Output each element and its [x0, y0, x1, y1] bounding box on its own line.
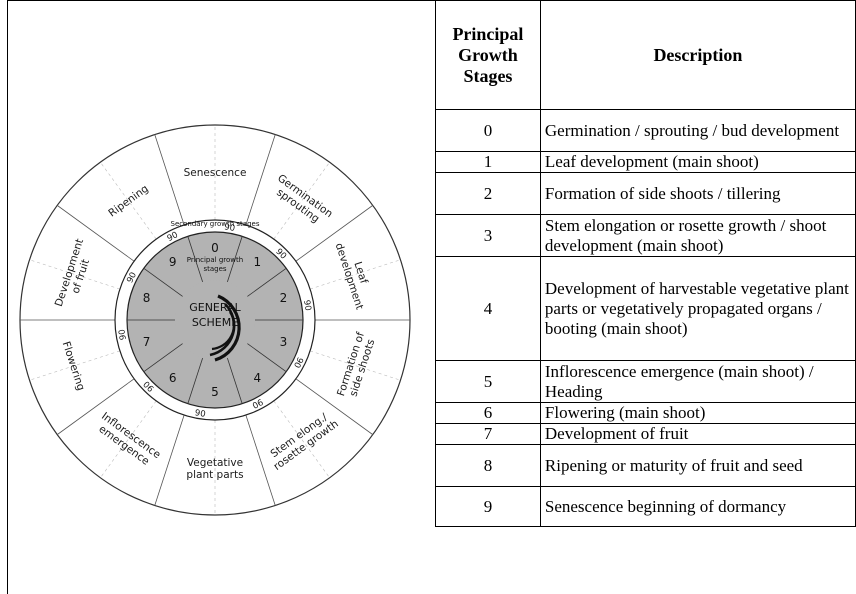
stage-number-cell: 4: [435, 256, 541, 361]
principal-stage-number: 7: [143, 335, 151, 349]
outer-dividers: [20, 125, 410, 515]
stage-number-cell: 2: [435, 172, 541, 215]
principal-divider: [143, 267, 183, 297]
stage-description-cell: Senescence beginning of dormancy: [539, 486, 856, 527]
inner-dividers: [127, 236, 303, 404]
principal-divider: [187, 236, 204, 283]
table-header-row: Principal Growth Stages Description: [435, 0, 856, 110]
header-description: Description: [539, 0, 856, 110]
principal-stage-number: 5: [211, 385, 219, 399]
secondary-tick-label: 90: [291, 355, 305, 369]
sector-guide-line: [29, 259, 120, 290]
sector-divider: [154, 414, 185, 506]
sector-guide-line: [310, 350, 401, 381]
sector-guide-line: [273, 400, 330, 478]
center-disc: [175, 280, 255, 360]
sector-guide-line: [273, 162, 330, 240]
stage-description-cell: Development of harvestable vegetative pl…: [539, 256, 856, 361]
secondary-tick-label: 06: [194, 406, 206, 418]
stage-description-cell: Development of fruit: [539, 423, 856, 445]
secondary-tick-label: 90: [250, 396, 264, 410]
header-line: Stages: [463, 65, 513, 86]
principal-stage-number: 8: [143, 291, 151, 305]
secondary-tick-label: 90: [166, 230, 180, 244]
stage-number-cell: 9: [435, 486, 541, 527]
principal-divider: [187, 357, 204, 404]
secondary-tick-label: 90: [117, 328, 129, 340]
principal-divider: [247, 267, 287, 297]
sector-guide-line: [310, 259, 401, 290]
principal-stage-number: 4: [254, 371, 262, 385]
header-principal-stages: Principal Growth Stages: [435, 0, 541, 110]
sector-divider: [245, 414, 276, 506]
stage-number-cell: 8: [435, 444, 541, 487]
principal-divider: [226, 236, 243, 283]
stage-description-cell: Germination / sprouting / bud developmen…: [539, 109, 856, 152]
stage-number-cell: 6: [435, 402, 541, 424]
principal-divider: [226, 357, 243, 404]
stage-number-cell: 0: [435, 109, 541, 152]
principal-stage-number: 0: [211, 241, 219, 255]
secondary-tick-label: 90: [125, 271, 139, 285]
stage-description-cell: Stem elongation or rosette growth / shoo…: [539, 214, 856, 257]
growth-stage-wheel: GENERAL SCHEME Principal growth stages S…: [7, 0, 435, 594]
principal-stage-number: 1: [254, 255, 262, 269]
sector-guide-line: [100, 162, 157, 240]
stage-number-cell: 3: [435, 214, 541, 257]
secondary-caption: Secondary growth stages: [171, 220, 260, 228]
panel-left-border: [7, 0, 8, 594]
sector-divider: [245, 134, 276, 226]
principal-divider: [143, 343, 183, 373]
principal-stage-number: 9: [169, 255, 177, 269]
sector-divider: [295, 378, 373, 435]
inner-numbers: 0 1 2 3 4 5 6 7 8 9: [143, 241, 288, 399]
principal-caption-line1: Principal growth: [187, 256, 243, 264]
center-label-line2: SCHEME: [192, 316, 238, 329]
stage-number-cell: 5: [435, 360, 541, 403]
stage-description-cell: Ripening or maturity of fruit and seed: [539, 444, 856, 487]
principal-divider: [247, 343, 287, 373]
sector-divider: [154, 134, 185, 226]
stage-description-cell: Leaf development (main shoot): [539, 151, 856, 173]
wheel-svg: GENERAL SCHEME Principal growth stages S…: [19, 124, 411, 516]
sector-divider: [57, 205, 135, 262]
sector-divider: [295, 205, 373, 262]
stage-description-cell: Inflorescence emergence (main shoot) / H…: [539, 360, 856, 403]
principal-stage-number: 6: [169, 371, 177, 385]
sector-guide-line: [100, 400, 157, 478]
secondary-tick-label: 90: [301, 299, 313, 311]
stage-number-cell: 7: [435, 423, 541, 445]
moon-icon: [209, 294, 241, 362]
header-line: Growth: [458, 44, 518, 65]
sector-guide-line: [29, 350, 120, 381]
stage-description-cell: Flowering (main shoot): [539, 402, 856, 424]
stage-number-cell: 1: [435, 151, 541, 173]
header-line: Principal: [452, 23, 524, 44]
secondary-tick-label: 90: [223, 222, 235, 234]
panel-top-border: [7, 0, 435, 1]
center-label-line1: GENERAL: [189, 301, 241, 314]
sector-divider: [57, 378, 135, 435]
outer-stage-label: Senescence: [184, 167, 247, 179]
principal-stage-number: 3: [280, 335, 288, 349]
stage-description-cell: Formation of side shoots / tillering: [539, 172, 856, 215]
principal-caption-line2: stages: [203, 265, 226, 273]
principal-stage-number: 2: [280, 291, 288, 305]
